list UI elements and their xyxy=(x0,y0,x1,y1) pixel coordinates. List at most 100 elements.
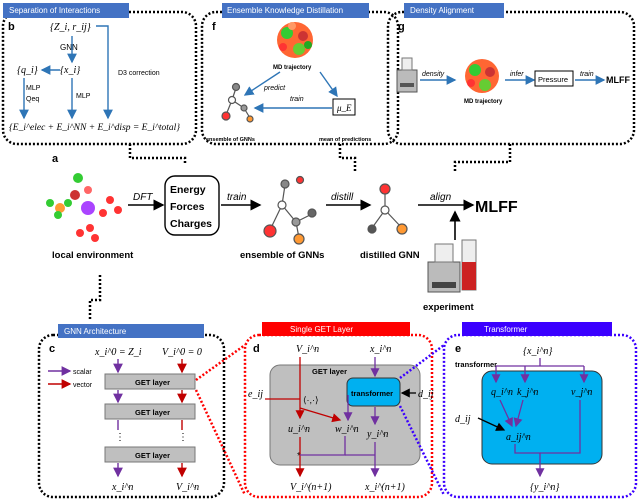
pressure-box xyxy=(534,70,574,87)
panel-f-header-bg xyxy=(222,3,369,18)
e-dij: d_ij xyxy=(455,414,471,425)
density-label: density xyxy=(422,71,445,78)
panel-a: a local environment DFT Energy Forces Ch… xyxy=(46,153,518,313)
panel-e-letter: e xyxy=(455,343,461,355)
get-layer-3 xyxy=(104,446,196,463)
e-k: k_j^n xyxy=(517,387,538,398)
infer-label: infer xyxy=(510,71,524,78)
legend-scalar: scalar xyxy=(73,369,92,376)
c-init2: V_i^0 = 0 xyxy=(162,347,202,358)
c-arrows xyxy=(113,359,187,478)
get-layer-2 xyxy=(104,403,196,420)
panel-d-letter: d xyxy=(253,343,260,355)
d-xin: x_i^n xyxy=(369,344,391,355)
d-inner-product: ⟨·,·⟩ xyxy=(303,395,319,405)
d-eij: e_ij xyxy=(248,389,263,400)
local-env-molecule-icon xyxy=(46,173,122,242)
panel-f-letter: f xyxy=(212,21,216,33)
zoom-lines-d xyxy=(194,343,247,496)
molecule-f-icon xyxy=(221,82,254,123)
md-label-f: MD trajectory xyxy=(273,65,312,71)
d-transformer-label: transformer xyxy=(351,389,393,398)
ensemble-molecule-icon xyxy=(263,175,317,245)
e-a: a_ij^n xyxy=(506,432,531,443)
arrow-d3 xyxy=(96,25,113,120)
panel-d-header: Single GET Layer xyxy=(290,325,353,334)
energy-equation: {E_i^elec + E_i^NN + E_i^disp = E_i^tota… xyxy=(9,123,180,133)
d-dij: d_ij xyxy=(418,389,434,400)
panel-c-header: GNN Architecture xyxy=(64,327,127,336)
zr-label: {Z_i, r_ij} xyxy=(50,22,91,33)
transformer-box-e xyxy=(481,370,603,465)
e-out: {y_i^n} xyxy=(530,482,559,493)
efc-line2: Forces xyxy=(170,201,205,213)
e-transformer-label: transformer xyxy=(455,360,497,369)
mlff-label-g: MLFF xyxy=(606,75,630,85)
mlp2-label: MLP xyxy=(76,93,91,100)
d-xout: x_i^(n+1) xyxy=(364,482,406,493)
d-vin: V_i^n xyxy=(296,344,319,355)
mean-label: mean of predictions xyxy=(319,137,371,143)
panel-c-header-bg xyxy=(58,324,204,338)
zoom-lines-e xyxy=(398,344,446,496)
qeq-label: Qeq xyxy=(26,96,39,103)
x-label: {x_i} xyxy=(60,65,80,76)
distilled-label: distilled GNN xyxy=(360,250,420,261)
panel-c: GNN Architecture c x_i^0 = Z_i V_i^0 = 0… xyxy=(37,324,226,499)
panel-e-header-bg xyxy=(462,322,612,336)
d-box-label: GET layer xyxy=(312,367,347,376)
panel-e-header: Transformer xyxy=(484,325,528,334)
md-label-g: MD trajectory xyxy=(464,99,503,105)
e-v: v_j^n xyxy=(571,387,592,398)
mlff-label-a: MLFF xyxy=(475,199,518,216)
d-star: * xyxy=(297,451,301,462)
train-label-g: train xyxy=(580,71,594,78)
e-q: q_i^n xyxy=(491,387,513,398)
distilled-molecule-icon xyxy=(367,183,408,235)
e-xin: {x_i^n} xyxy=(523,346,552,357)
c-init1: x_i^0 = Z_i xyxy=(94,347,142,358)
predict-label: predict xyxy=(263,85,286,92)
panel-d-header-bg xyxy=(262,322,410,336)
get-layer-3-label: GET layer xyxy=(135,451,170,460)
md-cluster-f xyxy=(277,22,313,58)
d3-label: D3 correction xyxy=(118,70,160,77)
mu-box xyxy=(332,98,356,116)
efc-line1: Energy xyxy=(170,184,206,196)
panel-g-letter: g xyxy=(398,21,405,33)
balance-g-icon xyxy=(396,57,418,93)
d-arrows xyxy=(265,357,416,478)
panel-c-letter: c xyxy=(49,343,55,355)
gnn-label: GNN xyxy=(60,43,78,52)
md-cluster-g xyxy=(465,59,499,93)
panel-b-letter: b xyxy=(8,21,15,33)
panel-g-header: Density Alignment xyxy=(410,6,475,15)
distill-label: distill xyxy=(331,192,354,203)
dft-label: DFT xyxy=(133,192,153,203)
c-out2: V_i^n xyxy=(176,482,199,493)
panel-a-letter: a xyxy=(52,153,59,165)
mu-label: μ_E xyxy=(336,103,352,113)
arrow-md-mu xyxy=(319,71,338,98)
experiment-label: experiment xyxy=(423,302,475,313)
arrow-predict xyxy=(243,71,281,96)
pressure-label: Pressure xyxy=(538,75,568,84)
balance-experiment-icon xyxy=(427,239,477,293)
c-dots-2: ⋮ xyxy=(178,432,188,443)
get-layer-1 xyxy=(104,373,196,390)
c-dots: ⋮ xyxy=(115,432,125,443)
c-out1: x_i^n xyxy=(111,482,133,493)
connectors xyxy=(88,144,512,320)
panel-b: Separation of Interactions b {Z_i, r_ij}… xyxy=(1,3,198,146)
d-w: w_i^n xyxy=(335,424,359,435)
local-env-label: local environment xyxy=(52,250,134,261)
train-label-a: train xyxy=(227,192,247,203)
panel-g: Density Alignment g density MD trajector… xyxy=(386,3,636,146)
panel-g-header-bg xyxy=(404,3,504,18)
panel-d: Single GET Layer d GET layer transformer… xyxy=(243,322,434,499)
d-u: u_i^n xyxy=(288,424,310,435)
efc-line3: Charges xyxy=(170,218,212,230)
panel-b-header: Separation of Interactions xyxy=(9,6,100,15)
mlp1-label: MLP xyxy=(26,85,41,92)
